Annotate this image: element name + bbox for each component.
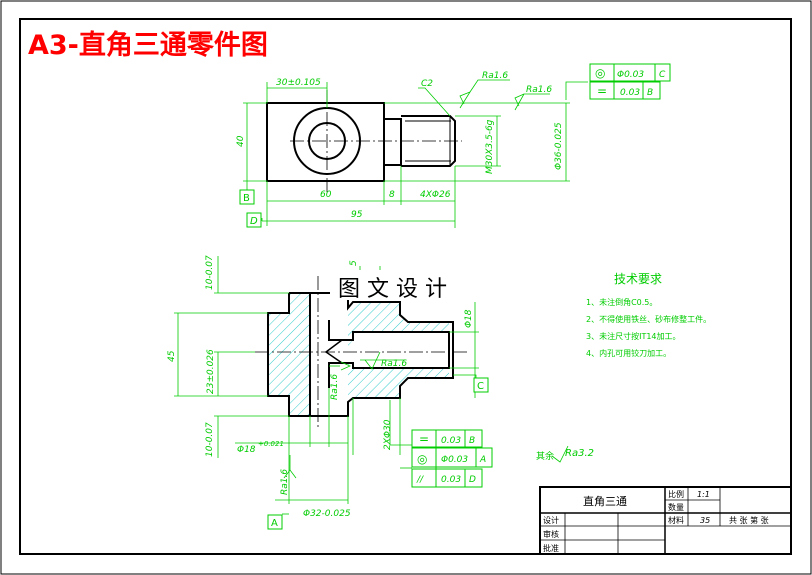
tech-item-3: 3、未注尺寸按IT14加工。 — [586, 331, 681, 341]
svg-text://: // — [416, 475, 424, 485]
tech-item-1: 1、未注倒角C0.5。 — [586, 297, 657, 307]
roughness-symbols — [283, 91, 569, 479]
ra-16-a: Ra1.6 — [482, 71, 508, 81]
sheet-info: 共 张 第 张 — [729, 515, 769, 525]
qty-label: 数量 — [668, 502, 684, 512]
fcf-bottom — [411, 429, 493, 488]
dim-10-top: 10-0.07 — [205, 255, 215, 290]
section-hatch-left — [268, 293, 310, 416]
tech-item-4: 4、内孔可用铰刀加工。 — [586, 348, 671, 358]
svg-text:◎: ◎ — [417, 452, 427, 466]
top-dimension-texts: 30±0.105 40 C2 Ra1.6 Ra1.6 M30X3.5-6g Φ3… — [236, 71, 564, 220]
datum-d-box: D — [246, 212, 262, 228]
row-check: 审核 — [543, 529, 559, 539]
dim-d18-left: Φ18 — [237, 445, 256, 455]
material-label: 材料 — [668, 515, 684, 525]
top-body — [266, 102, 385, 182]
top-view — [266, 90, 462, 192]
inner-border — [19, 18, 792, 555]
tech-heading: 技术要求 — [614, 272, 662, 286]
dim-40: 40 — [236, 135, 246, 147]
section-dimension-texts: 10-0.07 45 23±0.026 10-0.07 Φ18 +0.021 Φ… — [167, 255, 474, 519]
dim-d36: Φ36-0.025 — [554, 122, 564, 170]
tech-item-2: 2、不得使用铁丝、砂布修整工件。 — [586, 314, 711, 324]
section-outline-right — [329, 292, 454, 417]
dim-c2: C2 — [421, 79, 433, 89]
svg-text:B: B — [243, 193, 250, 204]
svg-text:0.03: 0.03 — [441, 436, 461, 446]
svg-text:D: D — [469, 475, 476, 485]
dim-30: 30±0.105 — [276, 78, 321, 88]
svg-text:◎: ◎ — [595, 66, 605, 80]
datum-b-box: B — [239, 189, 255, 205]
svg-text:=: = — [419, 432, 429, 446]
section-outline-left — [267, 292, 311, 417]
row-approve: 批准 — [543, 543, 559, 553]
section-view — [255, 276, 468, 430]
svg-text:B: B — [469, 436, 475, 446]
section-drill-tip — [324, 339, 343, 364]
svg-text:Φ0.03: Φ0.03 — [441, 455, 468, 465]
dim-4x26: 4XΦ26 — [420, 190, 451, 200]
svg-text:B: B — [647, 88, 653, 98]
svg-text:0.03: 0.03 — [620, 88, 640, 98]
svg-text:C: C — [477, 381, 484, 392]
dim-95: 95 — [351, 210, 363, 220]
dim-thread: M30X3.5-6g — [485, 119, 495, 174]
fcf-top — [589, 63, 671, 100]
watermark-bg — [330, 270, 480, 300]
fcf-top-texts: ◎ Φ0.03 C = 0.03 B — [595, 66, 666, 98]
section-hatch-upper — [348, 302, 449, 346]
sheet-title: A3-直角三通零件图 — [28, 29, 268, 61]
watermark: 图 文 设 计 — [338, 277, 447, 302]
svg-text:A: A — [479, 455, 486, 465]
svg-text:0.03: 0.03 — [441, 475, 461, 485]
material-value: 35 — [700, 516, 710, 525]
dim-10-bot: 10-0.07 — [205, 422, 215, 457]
dim-5: 5 — [349, 260, 359, 266]
svg-text:D: D — [250, 216, 258, 227]
top-dimensions — [243, 79, 588, 228]
svg-text:=: = — [597, 84, 607, 98]
dim-d18-left-tol: +0.021 — [258, 440, 284, 448]
ra-16-c: Ra1.6 — [330, 374, 340, 400]
section-dimensions — [174, 256, 479, 504]
svg-text:Φ0.03: Φ0.03 — [617, 70, 644, 80]
dim-23: 23±0.026 — [206, 349, 216, 394]
part-name: 直角三通 — [583, 494, 627, 508]
svg-text:C: C — [659, 70, 666, 80]
scale-value: 1:1 — [697, 490, 710, 499]
ra-16-e: Ra1.6 — [280, 469, 290, 495]
datum-c-box: C — [473, 377, 489, 393]
rest-roughness-prefix: 其余 — [536, 450, 554, 462]
row-design: 设计 — [543, 515, 559, 525]
rest-roughness-value: Ra3.2 — [565, 448, 594, 459]
dim-8: 8 — [389, 190, 395, 200]
tech-requirements: 技术要求 1、未注倒角C0.5。 2、不得使用铁丝、砂布修整工件。 3、未注尺寸… — [586, 272, 711, 358]
section-hatch-lower — [348, 363, 449, 402]
datum-a-box: A — [267, 513, 289, 530]
dim-d32: Φ32-0.025 — [303, 509, 351, 519]
ra-16-d: Ra1.6 — [381, 359, 407, 369]
title-block-texts: 直角三通 比例 1:1 数量 材料 35 共 张 第 张 设计 审核 批准 — [543, 489, 769, 553]
top-neck — [384, 118, 402, 166]
dim-60: 60 — [320, 190, 332, 200]
dim-2x30: 2XΦ30 — [383, 419, 393, 450]
scale-label: 比例 — [668, 489, 684, 499]
fcf-bottom-texts: = 0.03 B ◎ Φ0.03 A // 0.03 D — [416, 432, 486, 485]
ra-16-b: Ra1.6 — [526, 85, 552, 95]
svg-text:A: A — [271, 518, 278, 529]
title-block — [539, 486, 792, 555]
dim-45: 45 — [167, 350, 177, 362]
dim-d18-right: Φ18 — [464, 309, 474, 328]
